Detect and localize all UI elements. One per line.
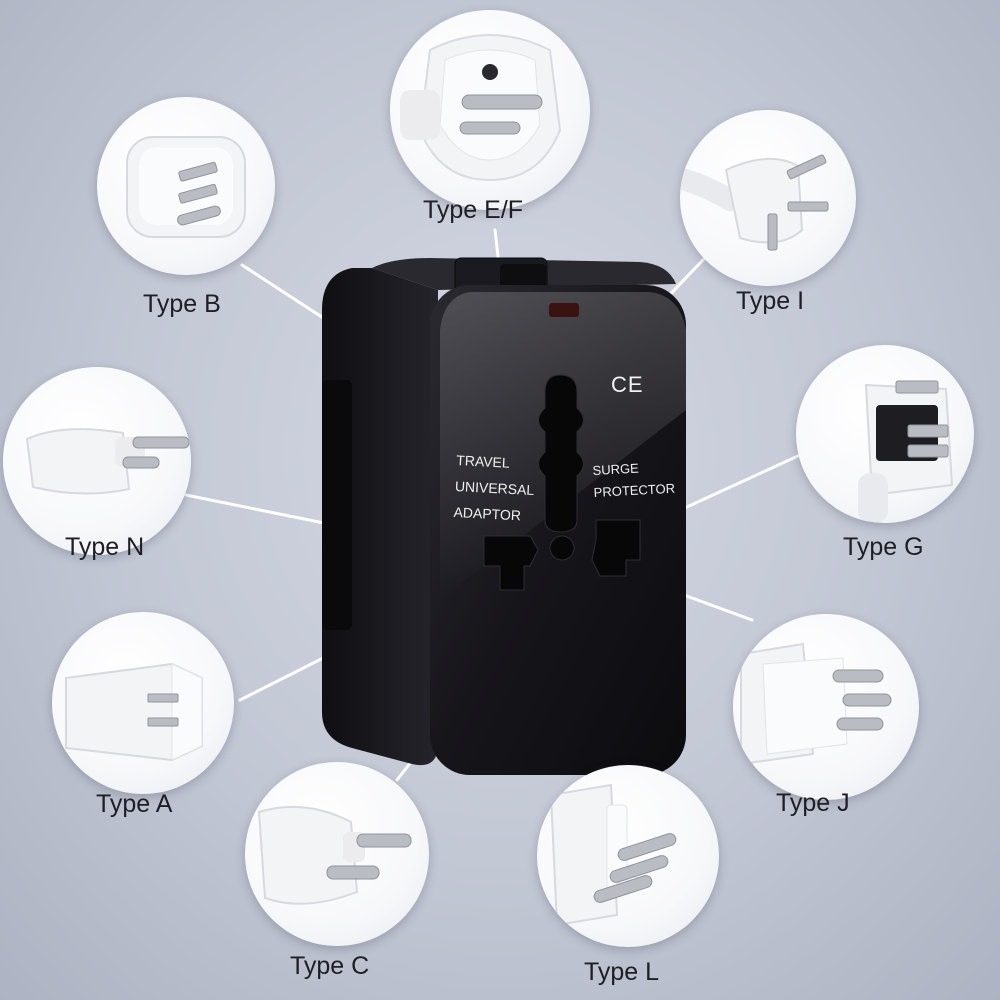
plug-g-image bbox=[858, 380, 954, 523]
plug-n-image bbox=[25, 428, 190, 495]
plug-i-image bbox=[680, 154, 829, 251]
right-socket-slot bbox=[591, 519, 641, 577]
plug-b-circle bbox=[97, 97, 275, 275]
plug-n-circle bbox=[3, 367, 191, 555]
adapter-left-text: TRAVEL UNIVERSAL ADAPTOR bbox=[453, 447, 536, 529]
ground-socket-hole bbox=[549, 535, 575, 561]
plug-a-circle bbox=[52, 612, 234, 794]
plug-c-circle bbox=[245, 762, 429, 946]
plug-a-image bbox=[65, 662, 203, 762]
plug-n-label: Type N bbox=[65, 533, 145, 561]
plug-j-image bbox=[740, 642, 892, 766]
plug-i-circle bbox=[680, 110, 856, 286]
universal-socket-slot bbox=[538, 374, 584, 533]
adapter-text-travel: TRAVEL bbox=[455, 451, 511, 471]
plug-c-label: Type C bbox=[290, 952, 370, 980]
plug-b-label: Type B bbox=[143, 290, 221, 318]
plug-b-image bbox=[126, 136, 246, 238]
adapter-right-text: SURGE PROTECTOR bbox=[592, 456, 676, 504]
plug-j-circle bbox=[733, 614, 919, 800]
plug-ef-image bbox=[400, 34, 562, 182]
adapter-side-slot bbox=[322, 380, 352, 630]
plug-j-label: Type J bbox=[776, 789, 850, 817]
plug-l-label: Type L bbox=[584, 958, 660, 986]
ce-mark: CE bbox=[611, 372, 644, 397]
left-socket-slot bbox=[483, 535, 539, 591]
plug-ef-circle bbox=[390, 10, 590, 210]
plug-ef-label: Type E/F bbox=[423, 196, 524, 224]
adapter-text-adaptor: ADAPTOR bbox=[453, 503, 522, 524]
plug-g-label: Type G bbox=[843, 533, 924, 561]
leader-line-g bbox=[674, 453, 802, 514]
adapter-text-protector: PROTECTOR bbox=[593, 480, 676, 500]
plug-l-circle bbox=[537, 765, 719, 947]
plug-c-image bbox=[257, 805, 412, 905]
plug-a-label: Type A bbox=[96, 790, 173, 818]
plug-l-image bbox=[549, 783, 677, 927]
plug-g-circle bbox=[796, 345, 974, 523]
plug-i-label: Type I bbox=[736, 287, 805, 315]
